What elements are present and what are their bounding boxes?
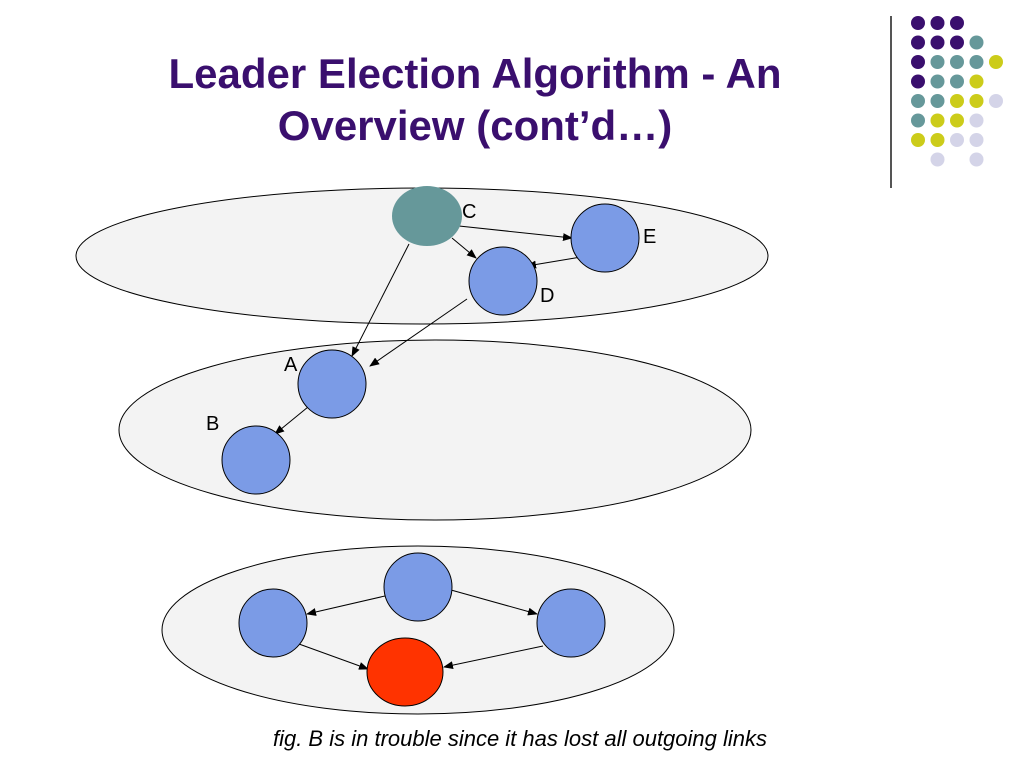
decorative-dot [930,113,945,128]
node-label-E: E [643,226,656,248]
nodes-layer [221,186,640,707]
decorative-dot [950,94,964,108]
title-line-2: Overview (cont’d…) [277,102,673,149]
decorative-dot [930,152,945,167]
node-n7 [238,588,308,658]
edge-n8-to-n9 [443,645,544,670]
decorative-dot [930,94,945,108]
edge-E-to-D [526,256,582,269]
decorative-dot [911,133,925,147]
decorative-dot [950,133,964,147]
decorative-dot [930,16,945,30]
edge-D-to-A [369,298,468,367]
edge-C-to-E [458,225,573,242]
decorative-dot [969,74,984,89]
decorative-dot [969,152,984,167]
node-A [297,349,367,419]
node-n8 [536,588,606,658]
decorative-dot [950,74,964,89]
decorative-dot [930,133,945,147]
node-n9 [366,637,444,707]
edge-n6-to-n7 [306,595,386,616]
title-divider [890,16,892,188]
node-n6 [383,552,453,622]
decorative-dot [969,35,984,50]
node-E [570,203,640,273]
edge-n6-to-n8 [450,589,538,616]
decorative-dot [950,16,964,30]
edge-n7-to-n9 [298,643,369,670]
group-ellipse-bottom [161,545,675,715]
edge-C-to-A [351,243,410,357]
node-label-C: C [462,201,476,223]
slide-title: Leader Election Algorithm - An Overview … [90,48,860,152]
decorative-dot [969,113,984,128]
decorative-dot [911,55,925,69]
decorative-dot-grid [911,16,1003,167]
decorative-dot [989,94,1003,108]
decorative-dot [930,74,945,89]
decorative-dot [911,35,925,50]
title-line-1: Leader Election Algorithm - An [168,50,782,97]
decorative-dot [911,74,925,89]
decorative-dot [911,16,925,30]
decorative-dot [950,55,964,69]
edges-layer [274,225,582,670]
node-label-D: D [540,285,554,307]
node-C [392,186,462,246]
decorative-dot [950,113,964,128]
decorative-dot [911,94,925,108]
decorative-dot [930,35,945,50]
decorative-dot [911,113,925,128]
decorative-dot [969,94,984,108]
node-D [468,246,538,316]
decorative-dot [930,55,945,69]
node-B [221,425,291,495]
decorative-dot [989,55,1003,69]
edge-A-to-B [274,406,309,435]
figure-caption: fig. B is in trouble since it has lost a… [272,726,768,751]
node-label-A: A [284,354,298,376]
labels-layer: C E D A B [206,201,656,435]
decorative-dot [969,133,984,147]
edge-C-to-D [451,237,477,259]
decorative-dot [969,55,984,69]
node-label-B: B [206,413,219,435]
decorative-dot [950,35,964,50]
